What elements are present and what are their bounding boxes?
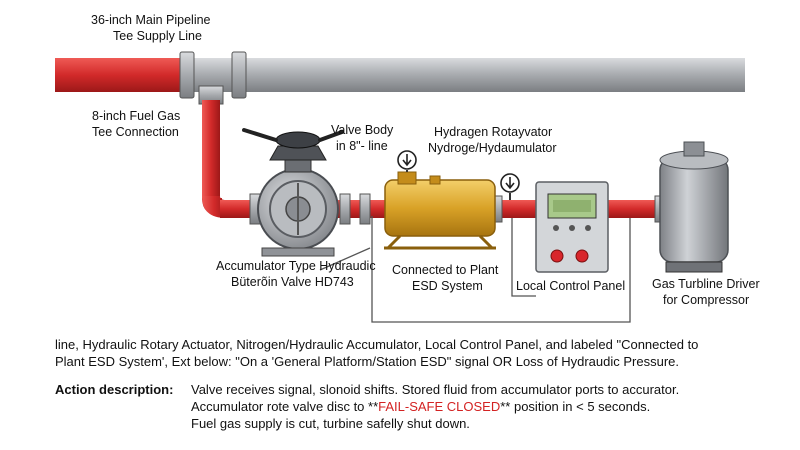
pipeline-diagram: 36-inch Main Pipeline Tee Supply Line 8-… (55, 13, 763, 323)
local-control-panel (535, 181, 609, 273)
description-intro: line, Hydraulic Rotary Actuator, Nitroge… (55, 336, 790, 370)
esd-signal-lines (319, 216, 631, 323)
main-pipeline (55, 51, 745, 99)
pressure-gauge-icon (397, 150, 417, 172)
valve-body-label: Valve Body in 8"- line (331, 123, 397, 153)
action-line: Accumulator rote valve disc to **FAIL-SA… (191, 399, 651, 414)
fail-safe-highlight: FAIL-SAFE CLOSED (378, 399, 501, 414)
description-line: line, Hydraulic Rotary Actuator, Nitroge… (55, 337, 699, 352)
esd-label: Connected to Plant ESD System (392, 263, 502, 293)
hydraulic-accumulator (384, 171, 496, 250)
butterfly-valve-label: Accumulator Type Hydraudic Büterõin Valv… (216, 259, 379, 289)
action-line: Valve receives signal, slonoid shifts. S… (191, 382, 680, 397)
action-line: Fuel gas supply is cut, turbine safelly … (191, 416, 470, 431)
gas-turbine (659, 141, 729, 273)
arrow-down-icon (500, 173, 520, 200)
control-panel-label: Local Control Panel (516, 279, 625, 293)
action-lines: Valve receives signal, slonoid shifts. S… (191, 381, 791, 432)
butterfly-valve (242, 128, 344, 257)
accumulator-label: Hydragen Rotayvator Nydroge/Hydaumulator (428, 125, 557, 155)
action-label: Action description: (55, 382, 174, 397)
description-line: Plant ESD System', Ext below: "On a 'Gen… (55, 354, 680, 369)
turbine-label: Gas Turbline Driver for Compressor (652, 277, 763, 307)
main-pipeline-label: 36-inch Main Pipeline Tee Supply Line (91, 13, 214, 43)
fuel-tee-label: 8-inch Fuel Gas Tee Connection (92, 109, 184, 139)
fuel-gas-tee (198, 85, 226, 218)
